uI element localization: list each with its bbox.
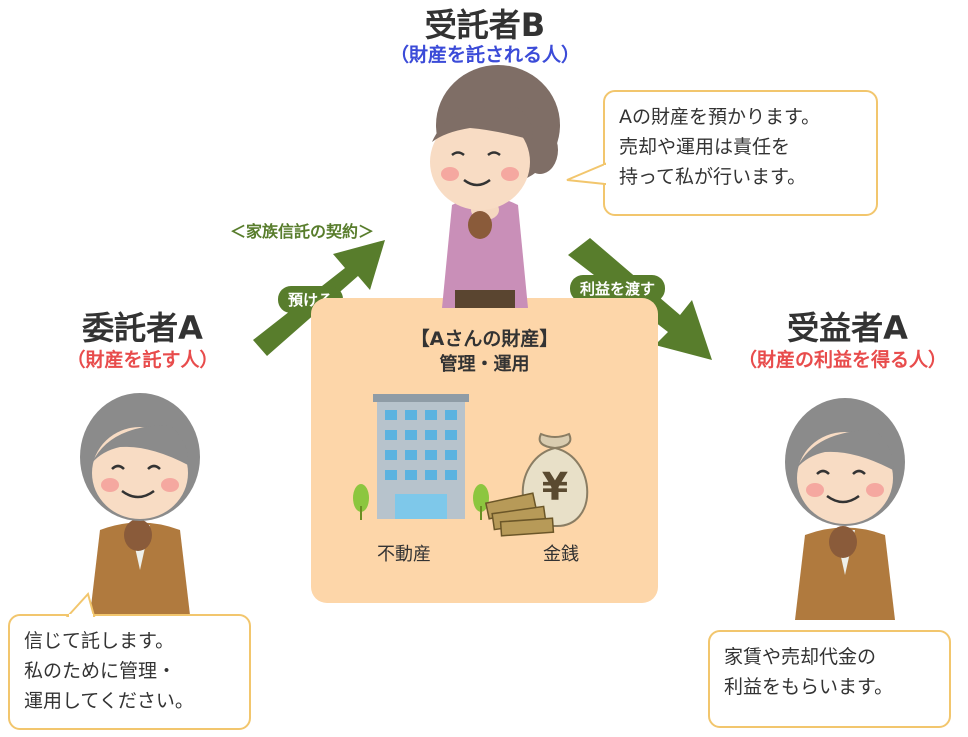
arrow-benefit-label: 利益を渡す — [570, 275, 666, 302]
asset-subtitle: 管理・運用 — [439, 354, 530, 375]
yen-symbol: ¥ — [542, 465, 568, 509]
settlor-bubble-tail — [65, 591, 96, 619]
beneficiary-speech-line: 家賃や売却代金の — [724, 646, 877, 668]
trustee-speech-line: 持って私が行います。 — [619, 166, 807, 188]
asset-title: 【Aさんの財産】 — [410, 328, 559, 350]
settlor-speech-line: 私のために管理・ — [24, 660, 177, 682]
trustee-speech-line: 売却や運用は責任を — [619, 136, 791, 158]
trustee-figure — [430, 65, 560, 308]
real-estate-label: 不動産 — [377, 544, 431, 565]
beneficiary-speech-line: 利益をもらいます。 — [724, 676, 894, 698]
trustee-speech-line: Aの財産を預かります。 — [619, 106, 821, 128]
asset-box: 【Aさんの財産】 管理・運用 不動産 ¥ 金銭 — [311, 298, 658, 603]
trustee-subtitle: （財産を託される人） — [389, 44, 580, 66]
beneficiary-title: 受益者A — [787, 309, 908, 347]
beneficiary-subtitle: （財産の利益を得る人） — [737, 349, 947, 371]
settlor-speech-line: 運用してください。 — [24, 690, 194, 712]
beneficiary-speech-bubble: 家賃や売却代金の 利益をもらいます。 — [708, 630, 951, 728]
trustee-bubble-tail — [566, 162, 608, 186]
settlor-figure — [80, 393, 200, 615]
money-label: 金銭 — [543, 544, 579, 565]
settlor-speech-line: 信じて託します。 — [24, 630, 175, 652]
building-icon — [353, 394, 489, 520]
beneficiary-figure — [785, 398, 905, 620]
money-bag-icon: ¥ — [484, 432, 589, 537]
settlor-speech-bubble: 信じて託します。 私のために管理・ 運用してください。 — [8, 614, 251, 730]
trustee-title: 受託者B — [424, 6, 546, 44]
trustee-speech-bubble: Aの財産を預かります。 売却や運用は責任を 持って私が行います。 — [603, 90, 878, 216]
settlor-title: 委託者A — [82, 309, 203, 347]
contract-label: ＜家族信託の契約＞ — [230, 222, 375, 241]
settlor-subtitle: （財産を託す人） — [66, 349, 219, 371]
